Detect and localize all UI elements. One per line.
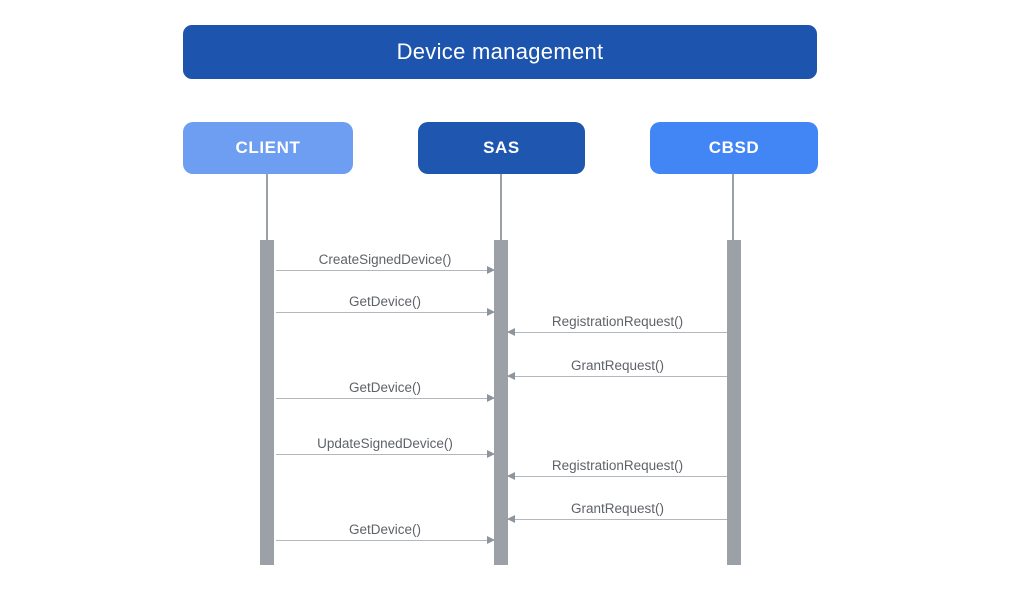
message-registration-request-2: RegistrationRequest() <box>507 455 727 480</box>
arrow-left-icon <box>507 472 515 480</box>
arrow-left-icon <box>507 328 515 336</box>
message-get-device-1: GetDevice() <box>276 291 495 316</box>
lifeline-client <box>266 174 268 240</box>
message-line <box>507 372 727 380</box>
message-get-device-3: GetDevice() <box>276 519 495 544</box>
actor-client: CLIENT <box>183 122 353 174</box>
message-label: GetDevice() <box>348 522 421 537</box>
message-line <box>507 328 727 336</box>
message-label: GrantRequest() <box>570 358 665 373</box>
arrow-right-icon <box>487 308 495 316</box>
message-line <box>276 266 495 274</box>
arrow-right-icon <box>487 394 495 402</box>
diagram-title: Device management <box>183 25 817 79</box>
message-line <box>276 394 495 402</box>
actor-client-label: CLIENT <box>235 138 301 157</box>
message-line <box>276 536 495 544</box>
message-line <box>507 472 727 480</box>
message-label: GetDevice() <box>348 294 421 309</box>
message-line <box>276 450 495 458</box>
actor-sas-label: SAS <box>483 138 520 157</box>
message-update-signed-device: UpdateSignedDevice() <box>276 433 495 458</box>
message-label: CreateSignedDevice() <box>318 252 452 267</box>
arrow-right-icon <box>487 450 495 458</box>
message-label: UpdateSignedDevice() <box>317 436 453 451</box>
arrow-left-icon <box>507 372 515 380</box>
message-label: GetDevice() <box>348 380 421 395</box>
diagram-title-label: Device management <box>396 39 604 64</box>
message-create-signed-device: CreateSignedDevice() <box>276 249 495 274</box>
message-line <box>507 515 727 523</box>
message-grant-request-1: GrantRequest() <box>507 355 727 380</box>
actor-cbsd-label: CBSD <box>708 138 760 157</box>
activation-bar-cbsd <box>727 240 741 565</box>
message-label: RegistrationRequest() <box>551 458 684 473</box>
actor-cbsd: CBSD <box>650 122 818 174</box>
activation-bar-client <box>260 240 274 565</box>
arrow-right-icon <box>487 266 495 274</box>
lifeline-sas <box>500 174 502 240</box>
message-label: GrantRequest() <box>570 501 665 516</box>
message-get-device-2: GetDevice() <box>276 377 495 402</box>
message-grant-request-2: GrantRequest() <box>507 498 727 523</box>
activation-bar-sas <box>494 240 508 565</box>
actor-sas: SAS <box>418 122 585 174</box>
message-registration-request-1: RegistrationRequest() <box>507 311 727 336</box>
message-label: RegistrationRequest() <box>551 314 684 329</box>
lifeline-cbsd <box>732 174 734 240</box>
arrow-left-icon <box>507 515 515 523</box>
arrow-right-icon <box>487 536 495 544</box>
message-line <box>276 308 495 316</box>
